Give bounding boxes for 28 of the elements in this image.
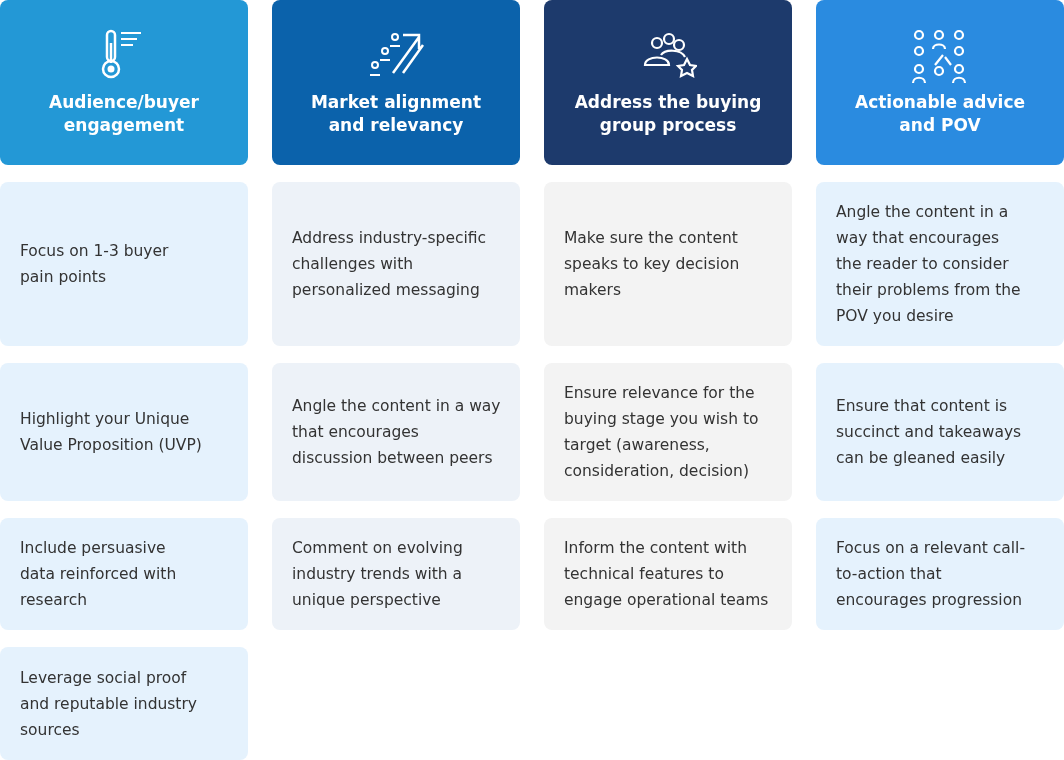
header-title: Market alignment and relevancy: [309, 90, 483, 137]
tip-card: [816, 518, 1064, 630]
tip-card: [0, 182, 248, 346]
tip-text: Address industry-specific challenges with personalized messaging: [291, 228, 488, 301]
column-header-card: [816, 0, 1064, 165]
tip-card: [0, 647, 248, 760]
tip-text: Ensure relevance for the buying stage you wish to target (awareness, consideration, decision): [563, 383, 760, 482]
tip-text: Leverage social proof and reputable industry sources: [19, 667, 198, 741]
tip-card: [816, 182, 1064, 346]
tip-text: Focus on 1-3 buyer pain points: [19, 241, 170, 288]
tip-text: Angle the content in a way that encourages discussion between peers: [291, 396, 502, 469]
column-header-card: [0, 0, 248, 165]
tip-text: Highlight your Unique Value Proposition (UVP): [19, 409, 203, 456]
tip-text: Ensure that content is succinct and takeaways can be gleaned easily: [835, 396, 1023, 469]
tip-text: Comment on evolving industry trends with a unique perspective: [291, 538, 464, 611]
tip-card: [816, 363, 1064, 501]
column-header-card: [272, 0, 520, 165]
tip-text: Make sure the content speaks to key decision makers: [563, 228, 741, 301]
tip-card: [0, 518, 248, 630]
header-title: Actionable advice and POV: [853, 90, 1026, 137]
tip-text: Focus on a relevant call-to-action that encourages progression: [835, 538, 1026, 611]
column-header-card: [544, 0, 792, 165]
tip-text: Inform the content with technical features to engage operational teams: [563, 538, 770, 611]
tip-card: [0, 363, 248, 501]
tip-text: Include persuasive data reinforced with research: [19, 538, 178, 611]
header-title: Address the buying group process: [573, 90, 763, 137]
tip-text: Angle the content in a way that encourages the reader to consider their problems from the POV you desire: [835, 202, 1022, 327]
header-title: Audience/buyer engagement: [48, 90, 200, 137]
